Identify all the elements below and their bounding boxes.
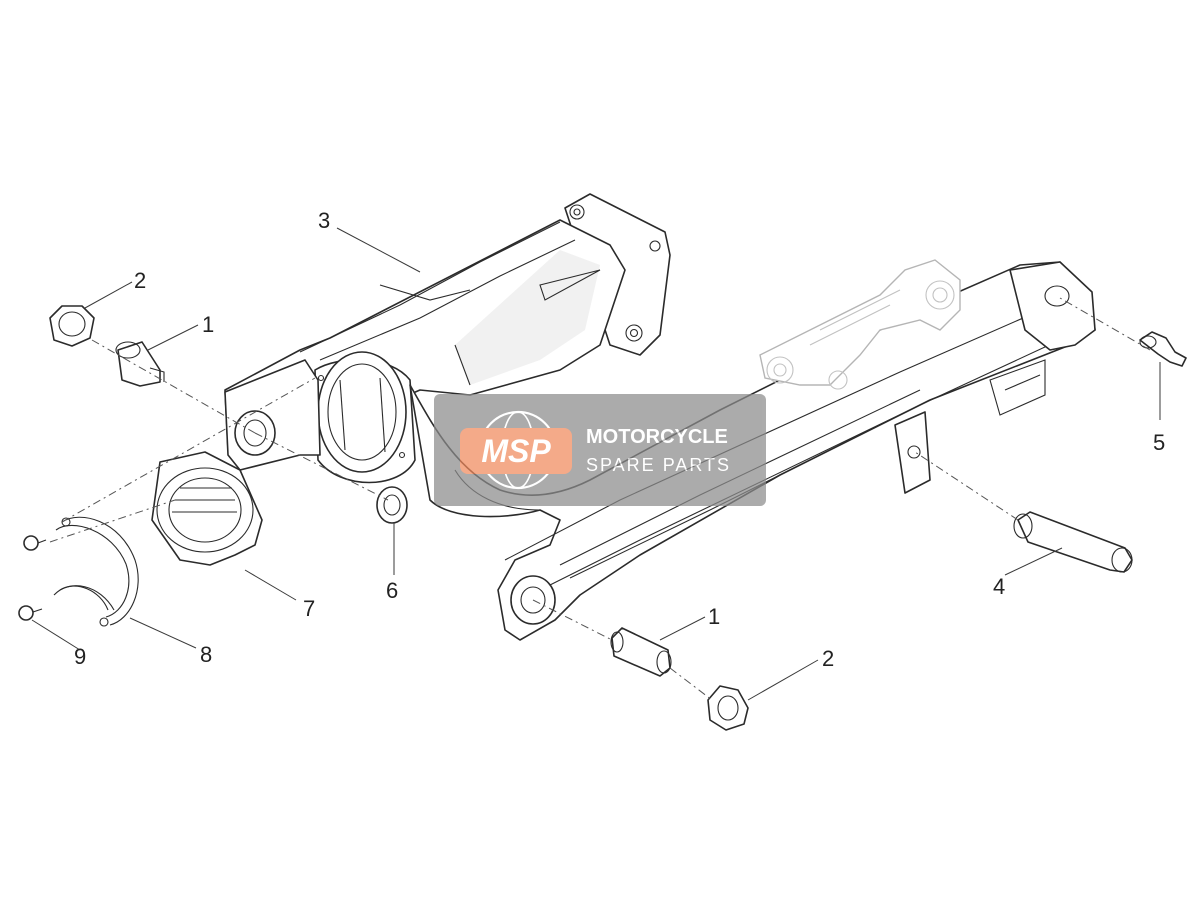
leader-lines (31, 227, 1161, 701)
callout-2-top: 2 (134, 268, 146, 293)
callout-2-bottom: 2 (822, 646, 834, 671)
logo-text: MSP (481, 433, 551, 469)
callout-4: 4 (993, 574, 1005, 599)
washer-part (376, 486, 408, 524)
nut-part-bottom (707, 685, 749, 731)
callout-1-bottom: 1 (708, 604, 720, 629)
logo-badge (460, 428, 572, 474)
callout-8: 8 (200, 642, 212, 667)
watermark-line1: MOTORCYCLE (586, 426, 728, 448)
callout-7: 7 (303, 596, 315, 621)
callout-labels: 3 2 1 5 6 7 8 9 4 1 2 (74, 208, 1165, 671)
screw-part-right (1139, 331, 1187, 367)
watermark-line2: SPARE PARTS (586, 455, 731, 475)
small-screws-part (18, 535, 47, 621)
watermark-panel (434, 394, 766, 506)
callout-1-top: 1 (202, 312, 214, 337)
linkage-outline (759, 259, 961, 390)
boot-part (151, 451, 263, 566)
callout-6: 6 (386, 578, 398, 603)
bushing-part-bottom (610, 627, 672, 677)
nut-part-top (49, 305, 95, 347)
pin-part-right (1013, 511, 1133, 573)
bushing-part-top (115, 341, 165, 387)
clamp-ring-part (53, 516, 139, 627)
callout-5: 5 (1153, 430, 1165, 455)
watermark: MSP MOTORCYCLE SPARE PARTS (434, 394, 766, 506)
callout-3: 3 (318, 208, 330, 233)
callout-9: 9 (74, 644, 86, 669)
assembly-axes (49, 297, 1151, 701)
